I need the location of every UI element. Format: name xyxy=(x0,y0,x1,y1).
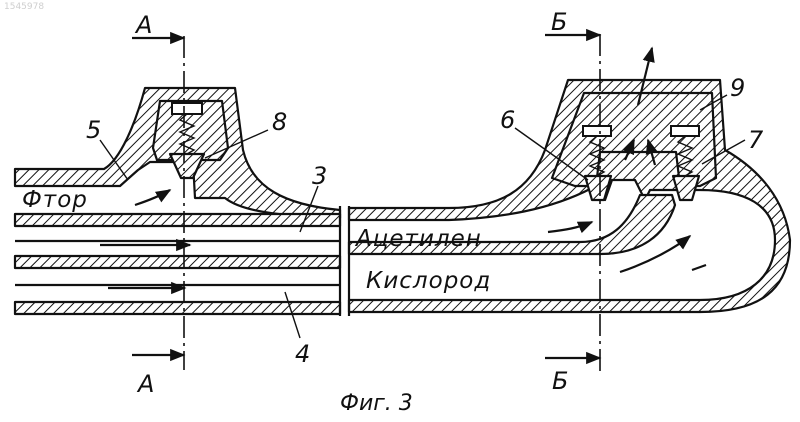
left-middle-wall xyxy=(15,256,340,268)
left-valve-plate xyxy=(172,103,202,114)
callout-8: 8 xyxy=(272,108,287,136)
left-fluorine-flow-arrow xyxy=(135,190,170,205)
fluorine-label: Фтор xyxy=(22,187,88,213)
valve-7-plate xyxy=(671,126,699,136)
section-a-bottom-label: А xyxy=(136,370,154,398)
callout-3: 3 xyxy=(312,162,327,190)
watermark-text: 1545978 xyxy=(4,2,44,12)
section-a-top-label: А xyxy=(134,11,152,39)
callout-6: 6 xyxy=(500,106,515,134)
acetylene-label: Ацетилен xyxy=(354,226,482,252)
section-b-bottom-label: Б xyxy=(552,367,568,395)
oxygen-flow-dash xyxy=(692,265,706,270)
callout-7: 7 xyxy=(748,126,764,154)
right-section-view xyxy=(349,34,790,372)
valve-6-plate xyxy=(583,126,611,136)
callout-9: 9 xyxy=(730,74,745,102)
oxygen-label: Кислород xyxy=(366,268,491,294)
left-fluorine-floor xyxy=(15,214,340,226)
figure-caption: Фиг. 3 xyxy=(340,391,413,416)
callout-4: 4 xyxy=(295,340,310,368)
callout-5: 5 xyxy=(86,116,101,144)
section-b-top-label: Б xyxy=(551,8,567,36)
acetylene-flow-arrow xyxy=(548,222,592,232)
valve-7-cone xyxy=(673,176,699,200)
